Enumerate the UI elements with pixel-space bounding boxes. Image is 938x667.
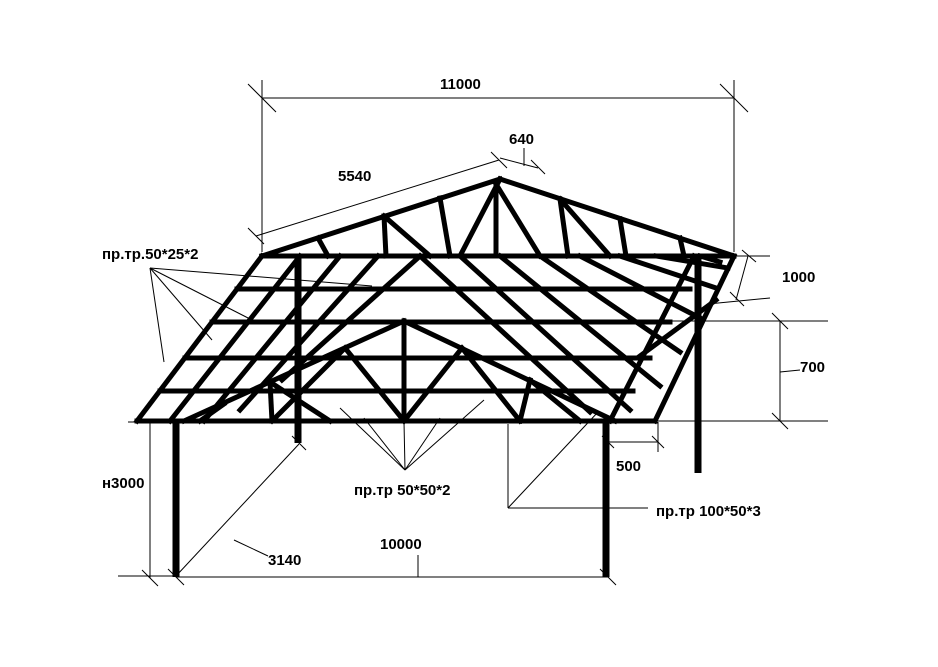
dim-rafter-length: 5540 [338,168,371,185]
dim-post-spacing: 10000 [380,536,422,553]
profile-main-beam: пр.тр 100*50*3 [656,503,761,520]
roof-frame [133,175,738,425]
dim-diagonal: 3140 [268,552,301,569]
posts [172,256,702,577]
dim-post-offset: 500 [616,458,641,475]
profile-web: пр.тр 50*50*2 [354,482,450,499]
dim-overhang: 1000 [782,269,815,286]
dim-post-height: н3000 [102,475,144,492]
dim-overall-width: 11000 [440,76,481,93]
profile-top-chord: пр.тр.50*25*2 [102,246,198,263]
dim-truss-height: 700 [800,359,825,376]
leader-lines [149,267,648,509]
dim-ridge-offset: 640 [509,131,534,148]
